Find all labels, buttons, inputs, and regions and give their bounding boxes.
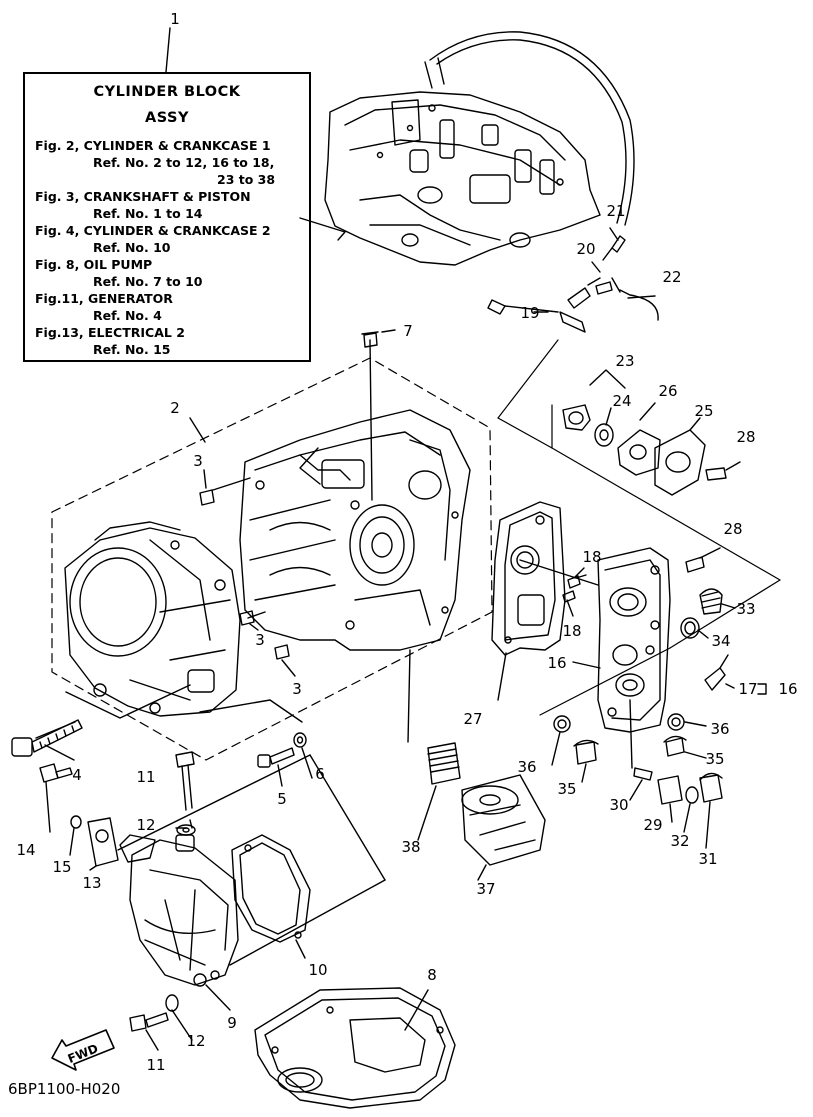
part-label: 8 <box>427 966 437 984</box>
info-line: Fig. 8, OIL PUMP <box>35 257 153 272</box>
info-line: Fig.13, ELECTRICAL 2 <box>35 325 185 340</box>
part-label: 35 <box>705 750 724 768</box>
part-label: 15 <box>52 858 71 876</box>
lower-left-assembly <box>39 751 239 1051</box>
part-label: 16 <box>778 680 797 698</box>
dowel-pins <box>199 477 290 660</box>
part-label: 14 <box>16 841 35 859</box>
part-label: 3 <box>255 631 265 649</box>
part-label: 36 <box>710 720 729 738</box>
info-title-line1: CYLINDER BLOCK <box>93 84 241 100</box>
part-label: 32 <box>670 832 689 850</box>
gasket-8 <box>254 987 456 1109</box>
info-line: Fig. 2, CYLINDER & CRANKCASE 1 <box>35 138 271 153</box>
part-label: 13 <box>82 874 101 892</box>
part-label: 3 <box>292 680 302 698</box>
info-line: Fig. 3, CRANKSHAFT & PISTON <box>35 189 251 204</box>
part-label: 7 <box>403 322 413 340</box>
part-label: 2 <box>170 399 180 417</box>
part-label: 19 <box>520 304 539 322</box>
right-small-parts <box>553 556 729 805</box>
info-line: Fig. 4, CYLINDER & CRANKCASE 2 <box>35 223 271 238</box>
part-label: 11 <box>146 1056 165 1074</box>
bolt-5-washer-6 <box>257 732 307 768</box>
info-line: Ref. No. 4 <box>93 308 162 323</box>
part-label: 18 <box>562 622 581 640</box>
part-label: 5 <box>277 790 287 808</box>
part-label: 12 <box>136 816 155 834</box>
part-label: 20 <box>576 240 595 258</box>
part-label: 1 <box>170 10 180 28</box>
diagram-code: 6BP1100-H020 <box>8 1080 121 1098</box>
reference-info-box: CYLINDER BLOCK ASSY Fig. 2, CYLINDER & C… <box>23 72 311 362</box>
part-label: 27 <box>463 710 482 728</box>
part-label: 25 <box>694 402 713 420</box>
info-line: Ref. No. 10 <box>93 240 171 255</box>
info-title-line2: ASSY <box>145 110 189 126</box>
part-label: 21 <box>606 202 625 220</box>
crankcase <box>239 409 471 651</box>
part-label: 23 <box>615 352 634 370</box>
part-label: 3 <box>193 452 203 470</box>
part-label: 35 <box>557 780 576 798</box>
part-label: 9 <box>227 1014 237 1032</box>
part-label: 11 <box>136 768 155 786</box>
hose-connector-assembly <box>487 235 659 333</box>
part-label: 38 <box>401 838 420 856</box>
part-label: 4 <box>72 766 82 784</box>
cover-assembly-outline <box>497 339 781 716</box>
part-label: 28 <box>736 428 755 446</box>
fwd-label: FWD <box>66 1041 100 1066</box>
oil-filter-parts <box>427 742 546 866</box>
part-label: 10 <box>308 961 327 979</box>
fwd-arrow-icon <box>51 1029 115 1071</box>
part-label: 16 <box>547 654 566 672</box>
part-label: 34 <box>711 632 730 650</box>
cover-16 <box>597 547 671 733</box>
info-line: Ref. No. 1 to 14 <box>93 206 203 221</box>
part-label: 29 <box>643 816 662 834</box>
cylinder-head <box>64 521 241 717</box>
part-label: 31 <box>698 850 717 868</box>
gasket-27 <box>491 501 566 656</box>
info-line: Fig.11, GENERATOR <box>35 291 173 306</box>
bolt-4 <box>11 719 83 757</box>
gasket-10 <box>117 754 386 966</box>
part-label: 28 <box>723 520 742 538</box>
leader-lines <box>35 329 411 829</box>
part-label: 37 <box>476 880 495 898</box>
part-label: 30 <box>609 796 628 814</box>
part-label: 22 <box>662 268 681 286</box>
part-label: 17 <box>738 680 757 698</box>
plug-7 <box>361 331 379 348</box>
right-leader-lines <box>417 227 767 881</box>
info-line: 23 to 38 <box>217 172 276 187</box>
part-label: 6 <box>315 765 325 783</box>
part-label: 36 <box>517 758 536 776</box>
info-line: Ref. No. 15 <box>93 342 171 357</box>
info-line: Ref. No. 2 to 12, 16 to 18, <box>93 155 275 170</box>
part-label: 33 <box>736 600 755 618</box>
part-label: 12 <box>186 1032 205 1050</box>
part-label: 18 <box>582 548 601 566</box>
anode-parts <box>562 369 741 496</box>
engine-top-assembly <box>299 31 635 266</box>
part-label: 24 <box>612 392 631 410</box>
part-label: 26 <box>658 382 677 400</box>
part-number-labels: 1 2 3 3 3 4 5 6 7 8 9 10 11 11 12 12 13 … <box>16 10 797 1074</box>
info-line: Ref. No. 7 to 10 <box>93 274 203 289</box>
